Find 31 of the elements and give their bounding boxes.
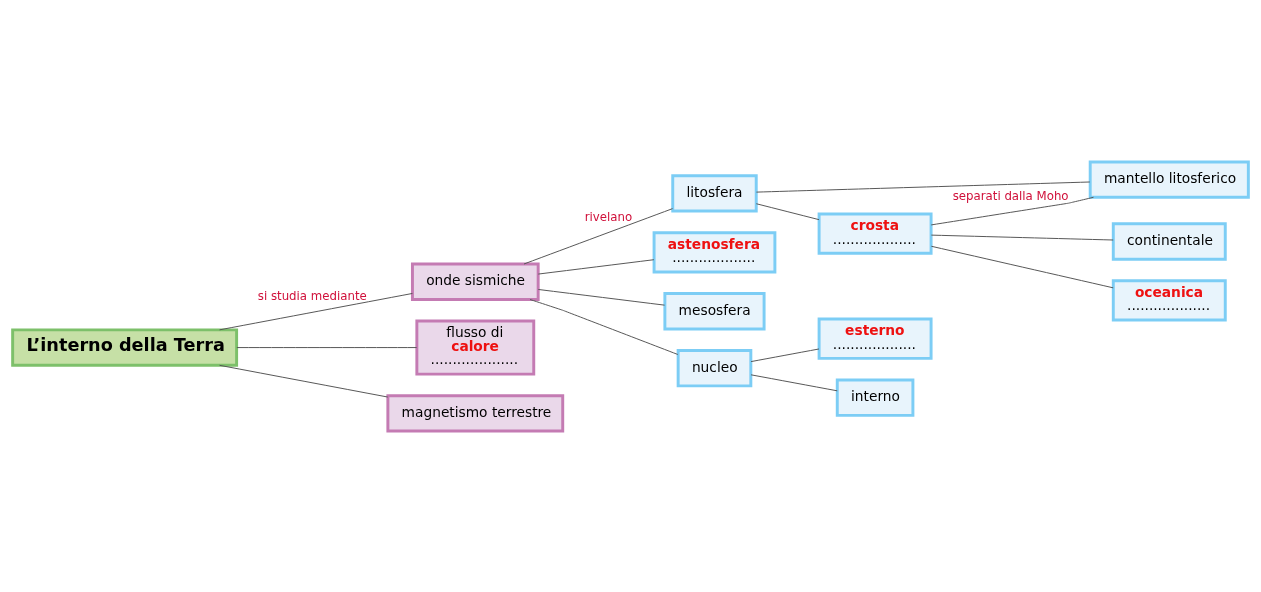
connector xyxy=(537,258,655,275)
node-box: continentale xyxy=(1111,221,1227,261)
connector xyxy=(537,288,666,306)
node-box: magnetismo terrestre xyxy=(386,393,565,433)
connector xyxy=(236,346,418,348)
edge-label: rivelano xyxy=(584,209,633,224)
node-box: mantello litosferico xyxy=(1088,159,1250,199)
edge-label: si studia mediante xyxy=(257,288,367,303)
connector xyxy=(930,245,1114,288)
connector xyxy=(750,373,838,391)
connector xyxy=(529,298,679,355)
connector xyxy=(523,207,674,264)
connector xyxy=(219,292,413,330)
node-box: interno xyxy=(835,378,915,417)
connector xyxy=(750,348,820,362)
node-box: oceanica ................... xyxy=(1111,278,1227,322)
node-box: esterno ................... xyxy=(817,317,933,360)
connector xyxy=(930,234,1114,240)
connector xyxy=(755,181,1091,193)
node-box: L’interno della Terra xyxy=(11,327,239,367)
node-box: mesosfera xyxy=(663,291,766,330)
connector xyxy=(755,202,820,220)
node-box: crosta ................... xyxy=(817,212,933,255)
node-box: onde sismiche xyxy=(410,262,540,301)
edge-label: separati dalla Moho xyxy=(952,188,1069,203)
connector xyxy=(219,364,389,398)
node-box: litosfera xyxy=(671,173,758,212)
node-box: nucleo xyxy=(676,348,753,387)
node-box: astenosfera ................... xyxy=(652,230,777,273)
connector xyxy=(930,196,1094,225)
node-box: flusso di calore .................... xyxy=(415,319,536,376)
